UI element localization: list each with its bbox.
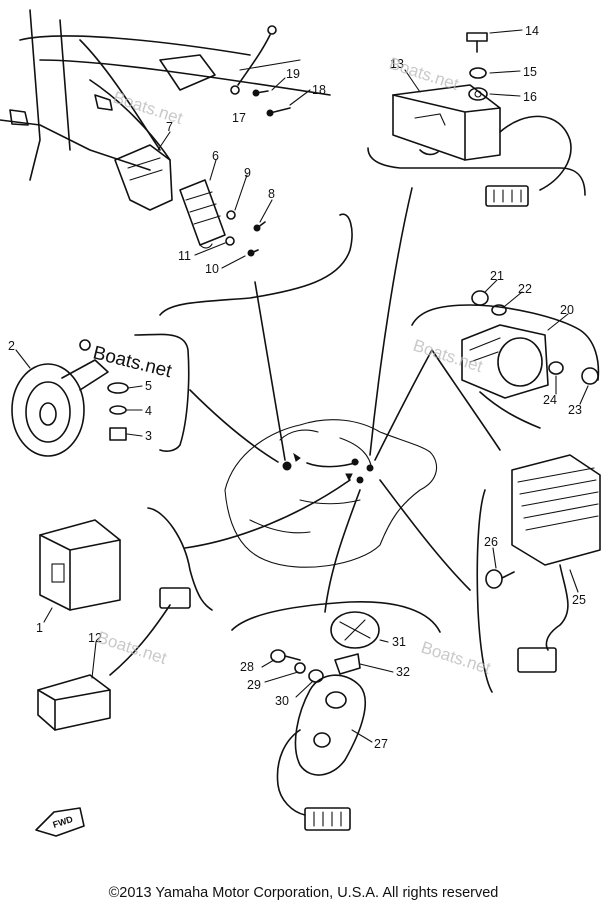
watermarks: Boats.net Boats.net Boats.net Boats.net … — [91, 54, 493, 678]
part-20-unit — [461, 324, 549, 429]
watermark-2: Boats.net — [387, 54, 461, 94]
part-label-25: 25 — [572, 593, 586, 607]
fwd-arrow: FWD — [35, 807, 85, 837]
fwd-label: FWD — [52, 814, 75, 830]
part-label-32: 32 — [396, 665, 410, 679]
horn-group-outline — [134, 333, 190, 452]
part-label-12: 12 — [88, 631, 102, 645]
watermark-1: Boats.net — [111, 88, 185, 128]
right-top-group-outline — [411, 304, 600, 381]
parts-diagram: 1 2 3 4 5 6 7 8 9 10 11 12 13 14 15 16 1… — [0, 9, 601, 837]
part-17-lead — [230, 25, 277, 95]
part-13-unit — [392, 84, 572, 207]
part-label-6: 6 — [212, 149, 219, 163]
watermark-3: Boats.net — [91, 342, 175, 382]
part-label-7: 7 — [166, 120, 173, 134]
parts-3-5-fasteners — [107, 382, 129, 441]
parts-14-16-fasteners — [466, 32, 488, 101]
part-label-9: 9 — [244, 166, 251, 180]
part-label-8: 8 — [268, 187, 275, 201]
part-label-3: 3 — [145, 429, 152, 443]
label-leaders — [15, 29, 589, 743]
part-label-30: 30 — [275, 694, 289, 708]
part-label-26: 26 — [484, 535, 498, 549]
parts-21-24-fasteners — [471, 290, 599, 385]
part-label-31: 31 — [392, 635, 406, 649]
part-1-unit — [39, 519, 121, 611]
part-12-unit — [37, 587, 191, 731]
part-label-29: 29 — [247, 678, 261, 692]
bottom-group-outline — [231, 600, 441, 633]
parts-28-30-fasteners — [270, 649, 324, 683]
part-2-horn — [11, 339, 109, 457]
leader-lines — [184, 187, 501, 613]
part-label-18: 18 — [312, 83, 326, 97]
part-label-20: 20 — [560, 303, 574, 317]
part-label-17: 17 — [232, 111, 246, 125]
frame-drawing — [0, 9, 331, 181]
part-label-4: 4 — [145, 404, 152, 418]
small-fasteners-top — [225, 89, 291, 257]
part-label-21: 21 — [490, 269, 504, 283]
part-27-body — [276, 674, 367, 831]
part-label-16: 16 — [523, 90, 537, 104]
part-label-14: 14 — [525, 24, 539, 38]
part-label-2: 2 — [8, 339, 15, 353]
part-label-13: 13 — [390, 57, 404, 71]
part-label-24: 24 — [543, 393, 557, 407]
watermark-6: Boats.net — [419, 638, 493, 678]
part-label-19: 19 — [286, 67, 300, 81]
part-labels: 1 2 3 4 5 6 7 8 9 10 11 12 13 14 15 16 1… — [8, 24, 586, 751]
part-31-switch — [330, 611, 380, 649]
left-group-outline — [147, 507, 213, 611]
part-label-5: 5 — [145, 379, 152, 393]
part-26-bolt — [485, 569, 515, 589]
part-label-23: 23 — [568, 403, 582, 417]
part-label-28: 28 — [240, 660, 254, 674]
part-label-27: 27 — [374, 737, 388, 751]
part-25-rectifier — [511, 454, 601, 673]
right-bottom-group-outline — [476, 489, 493, 693]
part-6-unit — [179, 179, 226, 249]
part-label-11: 11 — [178, 249, 191, 263]
part-label-22: 22 — [518, 282, 532, 296]
part-label-15: 15 — [523, 65, 537, 79]
top-right-group-outline — [367, 147, 586, 196]
part-label-1: 1 — [36, 621, 43, 635]
watermark-5: Boats.net — [95, 628, 169, 668]
part-label-10: 10 — [205, 262, 219, 276]
part-7-unit — [114, 144, 173, 211]
part-32-plate — [334, 653, 361, 675]
copyright-notice: ©2013 Yamaha Motor Corporation, U.S.A. A… — [108, 885, 499, 901]
top-left-group-outline — [159, 213, 353, 316]
